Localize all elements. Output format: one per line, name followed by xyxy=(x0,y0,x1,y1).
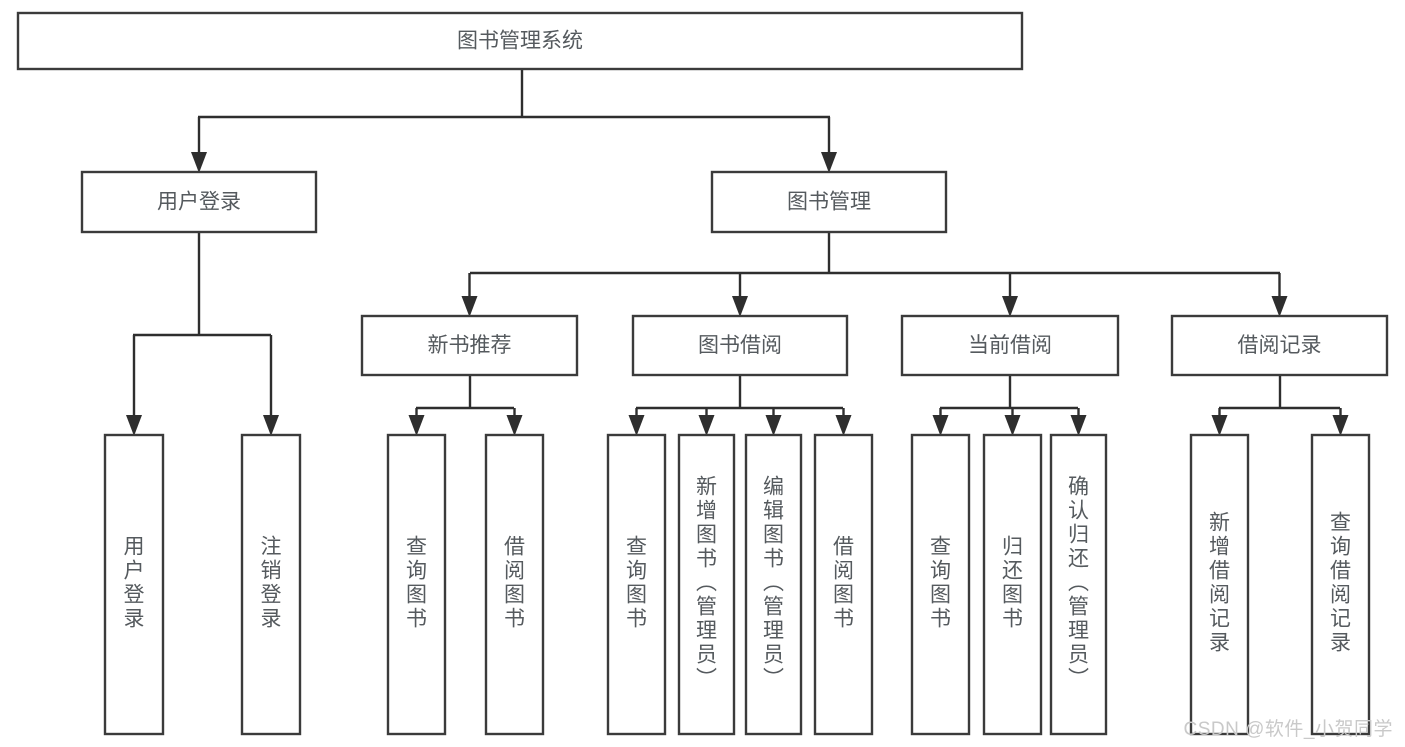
edge-arrow-to-l_add_book xyxy=(698,408,715,436)
node-l-return-book[interactable]: 归还图书 xyxy=(982,433,1043,736)
node-l-query-record[interactable]: 查询借阅记录 xyxy=(1310,433,1371,736)
connector-new-book-bus xyxy=(416,375,514,410)
edge-arrow-to-l_logout xyxy=(263,335,279,436)
connector-record-bus xyxy=(1219,375,1340,410)
edge-arrow-to-l_user_login xyxy=(126,335,142,436)
node-label: 归还图书 xyxy=(1002,536,1023,631)
node-n-current[interactable]: 当前借阅 xyxy=(900,314,1120,377)
edge-arrow-to-l_query_book_2 xyxy=(628,408,645,436)
edge-arrow-to-l_query_record xyxy=(1332,408,1349,436)
node-label: 图书管理 xyxy=(787,191,871,214)
node-label: 新增图书︵管理员︶ xyxy=(696,476,717,691)
node-label: 查询图书 xyxy=(930,536,951,631)
node-label: 注销登录 xyxy=(261,536,282,631)
node-label: 新书推荐 xyxy=(428,334,512,357)
edge-arrow-to-l_return_book xyxy=(1004,408,1021,436)
node-label: 用户登录 xyxy=(157,191,241,214)
node-l-add-book[interactable]: 新增图书︵管理员︶ xyxy=(677,433,736,736)
node-root[interactable]: 图书管理系统 xyxy=(16,11,1024,71)
node-label: 新增借阅记录 xyxy=(1209,512,1230,655)
node-label: 编辑图书︵管理员︶ xyxy=(763,476,784,691)
connector-book-mgmt-bus xyxy=(470,232,1280,275)
edge-arrow-to-n_record xyxy=(1271,273,1288,317)
node-l-query-book-3[interactable]: 查询图书 xyxy=(910,433,971,736)
node-label: 确认归还︵管理员︶ xyxy=(1068,476,1089,691)
edge-arrow-to-l_query_book_3 xyxy=(932,408,949,436)
node-l-logout[interactable]: 注销登录 xyxy=(240,433,302,736)
connector-borrow-bus xyxy=(636,375,843,410)
edges-layer xyxy=(126,69,1349,436)
watermark-label: CSDN @软件_小贺同学 xyxy=(1183,719,1393,740)
connector-user-login-bus xyxy=(133,232,271,337)
edge-arrow-to-l_borrow_book_1 xyxy=(506,408,523,436)
node-l-borrow-book-1[interactable]: 借阅图书 xyxy=(484,433,545,736)
edge-arrow-to-n_borrow xyxy=(732,273,748,317)
node-l-edit-book[interactable]: 编辑图书︵管理员︶ xyxy=(744,433,803,736)
node-label: 当前借阅 xyxy=(968,334,1052,357)
node-l-query-book-2[interactable]: 查询图书 xyxy=(606,433,667,736)
edge-arrow-to-l_borrow_book_2 xyxy=(835,408,852,436)
edge-arrow-to-l_query_book_1 xyxy=(408,408,425,436)
edge-arrow-to-n_book_mgmt xyxy=(821,117,837,173)
node-n-record[interactable]: 借阅记录 xyxy=(1170,314,1389,377)
connector-current-bus xyxy=(940,375,1078,410)
edge-arrow-to-n_new_book xyxy=(461,273,478,317)
node-n-new-book[interactable]: 新书推荐 xyxy=(360,314,579,377)
node-n-borrow[interactable]: 图书借阅 xyxy=(631,314,849,377)
node-label: 用户登录 xyxy=(124,536,145,631)
node-label: 查询图书 xyxy=(626,536,647,631)
edge-arrow-to-l_edit_book xyxy=(765,408,782,436)
node-label: 查询图书 xyxy=(406,536,427,631)
node-label: 查询借阅记录 xyxy=(1330,512,1351,655)
node-n-book-mgmt[interactable]: 图书管理 xyxy=(710,170,948,234)
node-label: 图书管理系统 xyxy=(457,30,583,53)
edge-arrow-to-n_user_login xyxy=(191,117,207,173)
node-l-add-record[interactable]: 新增借阅记录 xyxy=(1189,433,1250,736)
node-l-borrow-book-2[interactable]: 借阅图书 xyxy=(813,433,874,736)
edge-arrow-to-l_confirm_return xyxy=(1070,408,1087,436)
node-l-confirm-return[interactable]: 确认归还︵管理员︶ xyxy=(1049,433,1108,736)
nodes-layer: 图书管理系统用户登录图书管理新书推荐图书借阅当前借阅借阅记录用户登录注销登录查询… xyxy=(16,11,1389,736)
node-label: 图书借阅 xyxy=(698,334,782,357)
edge-arrow-to-l_add_record xyxy=(1211,408,1228,436)
node-l-query-book-1[interactable]: 查询图书 xyxy=(386,433,447,736)
node-label: 借阅图书 xyxy=(504,536,525,631)
node-label: 借阅图书 xyxy=(833,536,854,631)
node-l-user-login[interactable]: 用户登录 xyxy=(103,433,165,736)
connector-root-bus xyxy=(198,69,830,119)
node-n-user-login[interactable]: 用户登录 xyxy=(80,170,318,234)
node-label: 借阅记录 xyxy=(1238,334,1322,357)
edge-arrow-to-n_current xyxy=(1002,273,1018,317)
